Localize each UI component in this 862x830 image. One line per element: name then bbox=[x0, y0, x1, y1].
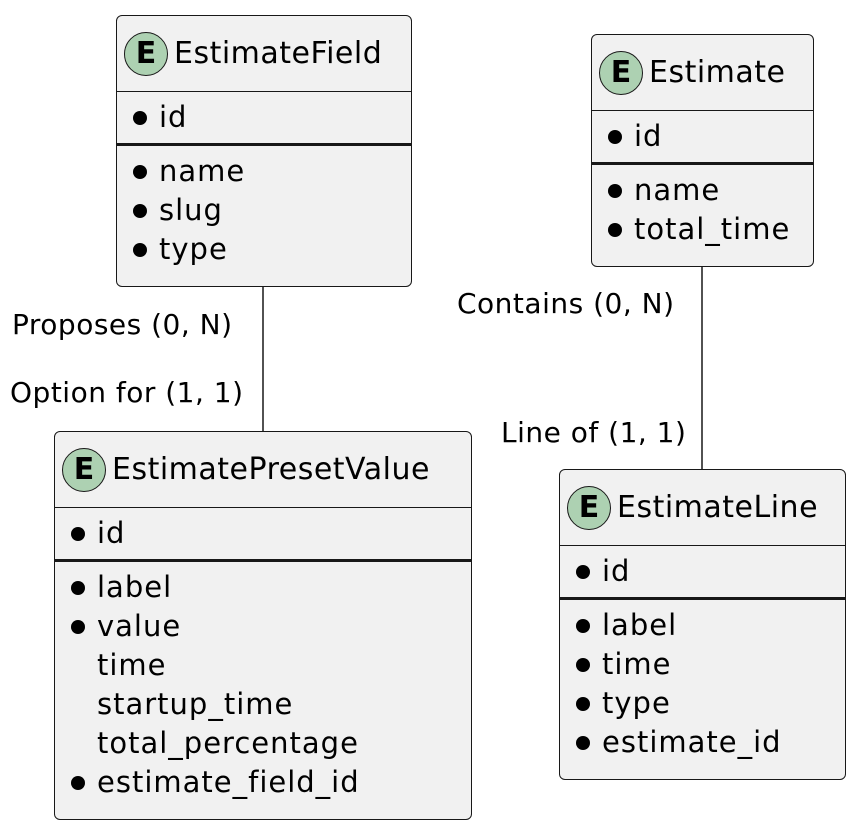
attribute-name: total_percentage bbox=[97, 726, 359, 760]
attribute-row: estimate_id bbox=[560, 723, 845, 762]
attribute-row: estimate_field_id bbox=[55, 763, 471, 802]
attribute-name: id bbox=[97, 516, 126, 550]
attribute-row: startup_time bbox=[55, 685, 471, 724]
attribute-row: time bbox=[560, 645, 845, 684]
attribute-row: label bbox=[55, 568, 471, 607]
mandatory-bullet-icon bbox=[71, 526, 85, 541]
attribute-row: total_percentage bbox=[55, 724, 471, 763]
attribute-row: slug bbox=[117, 191, 411, 230]
entity-badge-icon: E bbox=[599, 50, 643, 95]
entity-badge-icon: E bbox=[62, 447, 106, 492]
attribute-name: name bbox=[159, 154, 246, 188]
primary-key-row: id bbox=[117, 98, 411, 137]
mandatory-bullet-icon bbox=[608, 222, 622, 237]
mandatory-bullet-icon bbox=[133, 164, 147, 179]
mandatory-bullet-icon bbox=[576, 735, 590, 750]
relation-label-contains: Contains (0, N) bbox=[457, 287, 675, 320]
primary-key-row: id bbox=[55, 514, 471, 553]
attribute-row: name bbox=[117, 152, 411, 191]
relation-label-proposes: Proposes (0, N) bbox=[12, 308, 233, 341]
primary-key-row: id bbox=[592, 117, 813, 156]
primary-key-section: id bbox=[117, 92, 411, 146]
entity-badge-icon: E bbox=[124, 31, 168, 76]
primary-key-row: id bbox=[560, 552, 845, 591]
attribute-name: name bbox=[634, 173, 721, 207]
entity-title: EstimateField bbox=[174, 36, 383, 71]
attribute-section: name slug type bbox=[117, 146, 411, 273]
mandatory-bullet-icon bbox=[133, 110, 147, 125]
mandatory-bullet-icon bbox=[576, 657, 590, 672]
attribute-name: type bbox=[159, 232, 228, 266]
attribute-name: value bbox=[97, 609, 182, 643]
mandatory-bullet-icon bbox=[608, 129, 622, 144]
attribute-name: time bbox=[97, 648, 167, 682]
mandatory-bullet-icon bbox=[71, 775, 85, 790]
relation-label-option-for: Option for (1, 1) bbox=[10, 376, 244, 409]
mandatory-bullet-icon bbox=[133, 242, 147, 257]
mandatory-bullet-icon bbox=[71, 580, 85, 595]
mandatory-bullet-icon bbox=[71, 619, 85, 634]
attribute-row: name bbox=[592, 171, 813, 210]
attribute-row: time bbox=[55, 646, 471, 685]
attribute-row: total_time bbox=[592, 210, 813, 249]
mandatory-bullet-icon bbox=[133, 203, 147, 218]
attribute-name: estimate_field_id bbox=[97, 765, 360, 799]
attribute-section: name total_time bbox=[592, 165, 813, 253]
attribute-name: id bbox=[634, 119, 663, 153]
mandatory-bullet-icon bbox=[576, 696, 590, 711]
entity-badge-icon: E bbox=[567, 485, 611, 530]
entity-title: EstimateLine bbox=[617, 490, 819, 525]
attribute-row: type bbox=[117, 230, 411, 269]
primary-key-section: id bbox=[560, 546, 845, 600]
attribute-name: slug bbox=[159, 193, 223, 227]
attribute-name: id bbox=[602, 554, 631, 588]
entity-title: EstimatePresetValue bbox=[112, 452, 430, 487]
attribute-name: label bbox=[602, 608, 678, 642]
relation-label-line-of: Line of (1, 1) bbox=[501, 416, 687, 449]
attribute-section: label time type estimate_id bbox=[560, 600, 845, 766]
mandatory-bullet-icon bbox=[576, 564, 590, 579]
attribute-name: type bbox=[602, 686, 671, 720]
attribute-name: estimate_id bbox=[602, 725, 782, 759]
attribute-row: type bbox=[560, 684, 845, 723]
entity-title: Estimate bbox=[649, 55, 786, 90]
primary-key-section: id bbox=[592, 111, 813, 165]
attribute-name: time bbox=[602, 647, 672, 681]
attribute-row: value bbox=[55, 607, 471, 646]
attribute-name: label bbox=[97, 570, 173, 604]
attribute-section: label value time startup_time total_percenta… bbox=[55, 562, 471, 806]
attribute-name: id bbox=[159, 100, 188, 134]
attribute-name: startup_time bbox=[97, 687, 294, 721]
mandatory-bullet-icon bbox=[608, 183, 622, 198]
attribute-name: total_time bbox=[634, 212, 791, 246]
primary-key-section: id bbox=[55, 508, 471, 562]
attribute-row: label bbox=[560, 606, 845, 645]
mandatory-bullet-icon bbox=[576, 618, 590, 633]
